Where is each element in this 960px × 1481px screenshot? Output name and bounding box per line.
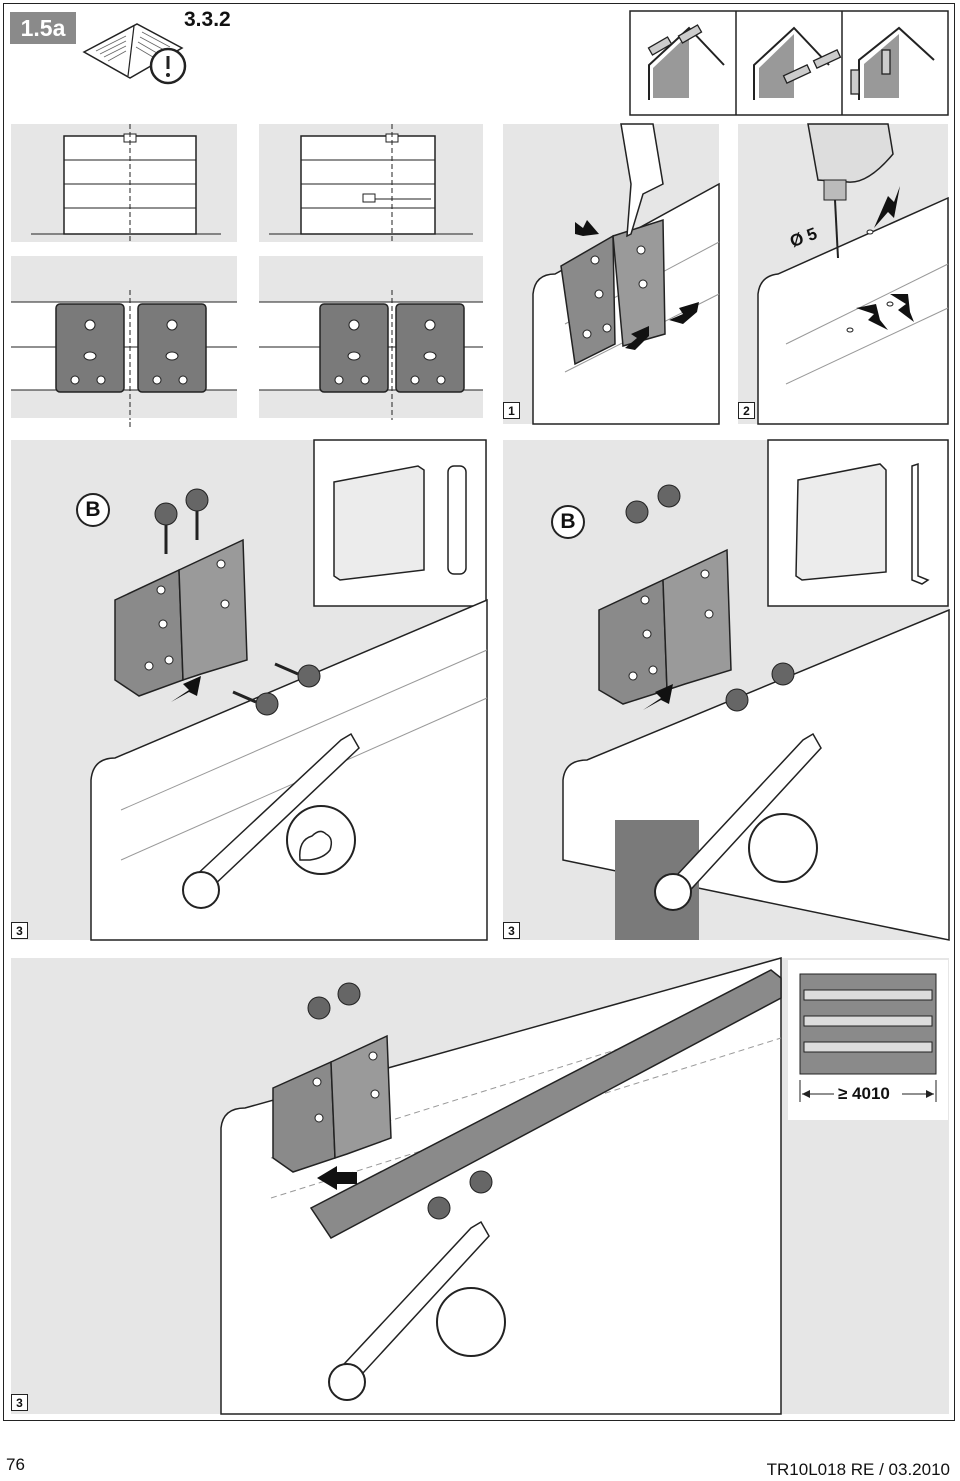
section-tag: 1.5a xyxy=(10,12,76,44)
step-number-3b: 3 xyxy=(503,922,520,939)
section-reference: 3.3.2 xyxy=(184,8,231,31)
step-number-3a: 3 xyxy=(11,922,28,939)
step-number-1: 1 xyxy=(503,402,520,419)
document-code: TR10L018 RE / 03.2010 xyxy=(766,1460,950,1479)
width-inset xyxy=(788,960,948,1120)
marking-illustration xyxy=(532,123,720,425)
page-frame xyxy=(3,3,955,1421)
bracket-pair-center xyxy=(11,290,237,420)
bracket-pair-offset xyxy=(259,290,483,420)
manual-warning-icon xyxy=(82,23,187,85)
lubrication-icon xyxy=(629,10,949,116)
page-number: 76 xyxy=(6,1455,25,1474)
door-outline-offset xyxy=(269,124,473,242)
door-outline xyxy=(31,124,221,242)
profile-inset-b xyxy=(767,439,949,607)
bracket-mount-illustration-a xyxy=(90,488,488,941)
strength-icon xyxy=(299,830,333,861)
min-width-label: ≥ 4010 xyxy=(838,1084,890,1103)
screw-callout-top-b: B xyxy=(551,505,585,539)
step-number-3c: 3 xyxy=(11,1394,28,1411)
rail-mount-illustration xyxy=(220,957,782,1415)
profile-inset-a xyxy=(313,439,487,607)
drill-icon xyxy=(757,123,949,425)
screw-callout-top-a: B xyxy=(76,493,110,527)
step-number-2: 2 xyxy=(738,402,755,419)
bracket-mount-illustration-b xyxy=(562,484,950,941)
